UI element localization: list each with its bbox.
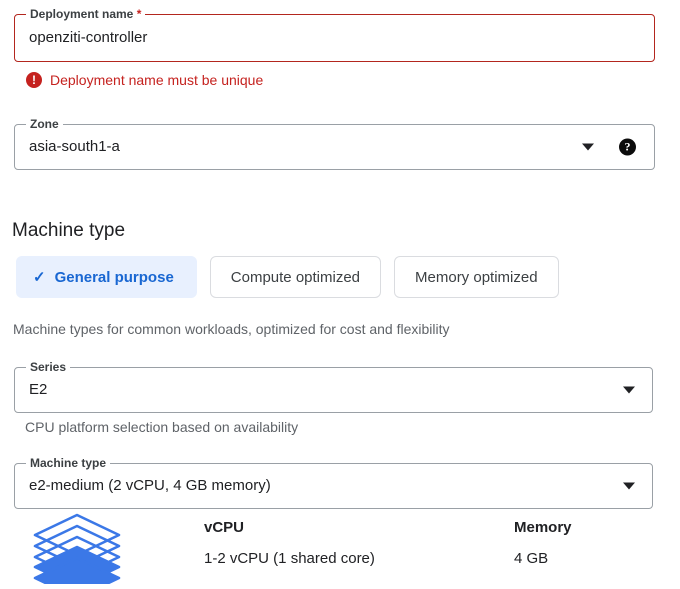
spec-memory-value: 4 GB <box>514 550 549 567</box>
tab-memory-optimized[interactable]: Memory optimized <box>394 256 559 298</box>
spec-vcpu-value: 1-2 vCPU (1 shared core) <box>204 550 375 567</box>
error-exclamation-icon: ! <box>26 72 42 88</box>
deployment-name-field[interactable]: Deployment name * openziti-controller <box>14 7 655 62</box>
zone-field[interactable]: Zone asia-south1-a ? <box>14 117 655 170</box>
stacked-layers-icon <box>30 512 124 589</box>
tab-compute-optimized-label: Compute optimized <box>230 268 361 286</box>
chevron-down-icon[interactable] <box>623 386 635 394</box>
chevron-down-icon[interactable] <box>623 482 635 490</box>
tab-general-purpose-label: General purpose <box>54 268 174 286</box>
machine-type-selected-value[interactable]: e2-medium (2 vCPU, 4 GB memory) <box>29 477 271 494</box>
series-label: Series <box>26 360 71 374</box>
help-question-icon[interactable]: ? <box>619 138 636 156</box>
zone-selected-value[interactable]: asia-south1-a <box>29 138 120 155</box>
spec-column-memory: Memory 4 GB <box>514 519 572 568</box>
error-message-text: Deployment name must be unique <box>50 72 264 88</box>
deployment-name-label: Deployment name * <box>26 7 146 21</box>
machine-type-field[interactable]: Machine type e2-medium (2 vCPU, 4 GB mem… <box>14 456 653 509</box>
check-icon: ✓ <box>33 268 46 286</box>
spec-column-vcpu: vCPU 1-2 vCPU (1 shared core) <box>204 519 375 568</box>
zone-label: Zone <box>26 117 63 131</box>
machine-type-helper-text: Machine types for common workloads, opti… <box>13 321 450 337</box>
series-field[interactable]: Series E2 <box>14 360 653 413</box>
series-selected-value[interactable]: E2 <box>29 381 48 398</box>
spec-vcpu-heading: vCPU <box>204 519 245 536</box>
tab-memory-optimized-label: Memory optimized <box>415 268 538 286</box>
machine-type-heading: Machine type <box>12 220 126 241</box>
chevron-down-icon[interactable] <box>582 143 594 151</box>
series-helper-text: CPU platform selection based on availabi… <box>25 419 299 435</box>
deployment-name-input[interactable]: openziti-controller <box>29 29 148 46</box>
deployment-name-error: ! Deployment name must be unique <box>26 72 263 88</box>
tab-general-purpose[interactable]: ✓ General purpose <box>16 256 197 298</box>
tab-compute-optimized[interactable]: Compute optimized <box>209 256 382 298</box>
machine-type-tabs: ✓ General purpose Compute optimized Memo… <box>16 256 559 298</box>
spec-memory-heading: Memory <box>514 519 572 536</box>
machine-type-field-label: Machine type <box>26 456 111 470</box>
required-asterisk: * <box>136 7 142 21</box>
